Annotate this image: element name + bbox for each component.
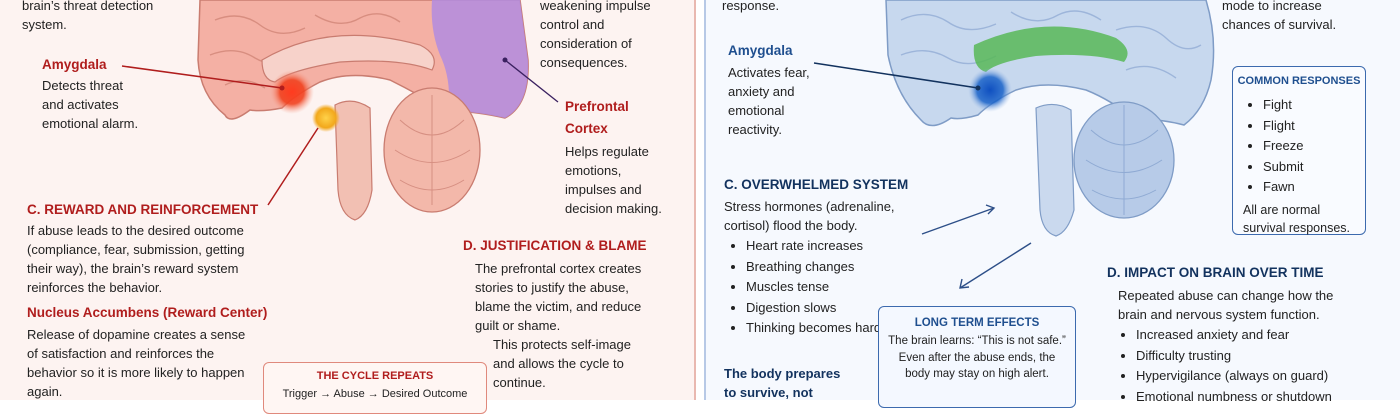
common-responses-title: COMMON RESPONSES <box>1237 75 1361 87</box>
cycle-title: THE CYCLE REPEATS <box>316 370 434 382</box>
corpus-callosum <box>973 26 1128 72</box>
left-panel: brain’s threat detection system. Amygdal… <box>0 0 696 414</box>
cycle-box: THE CYCLE REPEATS Trigger → Abuse → Desi… <box>263 362 487 414</box>
right-brain-illustration <box>813 0 1215 289</box>
impact-item: Hypervigilance (always on guard) <box>1136 366 1396 387</box>
prefrontal-desc: Helps regulate emotions, impulses and de… <box>565 144 662 216</box>
overwhelmed-desc: Stress hormones (adrenaline, cortisol) f… <box>724 199 895 233</box>
impact-item: Difficulty trusting <box>1136 346 1396 367</box>
long-term-box: LONG TERM EFFECTS The brain learns: “Thi… <box>878 306 1076 408</box>
common-responses-list: Fight Flight Freeze Submit Fawn <box>1233 95 1365 198</box>
overwhelmed-list: Heart rate increases Breathing changes M… <box>728 236 896 339</box>
nucleus-title: Nucleus Accumbens (Reward Center) <box>27 305 268 320</box>
impulse-control-text: weakening impulse control and considerat… <box>540 0 651 70</box>
brainstem <box>334 100 373 221</box>
flow-arrow-left <box>959 242 1032 289</box>
amygdala-pointer <box>121 65 283 89</box>
response-item: Fight <box>1263 95 1365 116</box>
left-intro-text: brain’s threat detection system. <box>22 0 154 32</box>
right-panel: response. mode to increase chances of su… <box>704 0 1400 408</box>
survival-mode-text: mode to increase chances of survival. <box>1222 0 1337 32</box>
right-amygdala-desc: Activates fear, anxiety and emotional re… <box>728 65 810 137</box>
nucleus-pointer <box>267 127 319 206</box>
justification-desc: The prefrontal cortex creates stories to… <box>475 261 642 333</box>
justification-title: D. JUSTIFICATION & BLAME <box>463 238 647 253</box>
response-item: Freeze <box>1263 136 1365 157</box>
common-responses-note: All are normal survival responses. <box>1243 202 1350 235</box>
brain-cortex <box>885 0 1215 127</box>
justification-desc-2: This protects self-image and allows the … <box>493 337 631 390</box>
symptom-item: Breathing changes <box>746 257 896 278</box>
left-brain-illustration <box>121 0 559 221</box>
amygdala-highlight <box>968 68 1012 112</box>
body-prepares-text: The body prepares to survive, not <box>724 366 841 400</box>
symptom-item: Digestion slows <box>746 298 896 319</box>
prefrontal-cortex-region <box>431 0 529 118</box>
flow-arrow-right <box>921 204 996 235</box>
response-item: Flight <box>1263 116 1365 137</box>
right-amygdala-title: Amygdala <box>728 43 793 58</box>
reward-title: C. REWARD AND REINFORCEMENT <box>27 202 259 217</box>
cerebellum-folds <box>1085 105 1163 215</box>
impact-list: Increased anxiety and fear Difficulty tr… <box>1118 325 1396 407</box>
symptom-item: Thinking becomes harder <box>746 318 896 339</box>
common-responses-box: COMMON RESPONSES Fight Flight Freeze Sub… <box>1232 66 1366 235</box>
reward-desc: If abuse leads to the desired outcome (c… <box>27 223 245 295</box>
symptom-item: Heart rate increases <box>746 236 896 257</box>
amygdala-pointer <box>813 62 979 89</box>
cycle-text: Trigger → Abuse → Desired Outcome <box>282 388 468 400</box>
impact-desc: Repeated abuse can change how the brain … <box>1118 288 1334 322</box>
cerebellum-folds <box>394 95 471 205</box>
impact-item: Increased anxiety and fear <box>1136 325 1396 346</box>
prefrontal-title: Prefrontal Cortex <box>565 99 629 136</box>
right-intro-text: response. <box>722 0 780 13</box>
amygdala-highlight <box>270 70 314 114</box>
nucleus-accumbens-highlight <box>312 104 340 132</box>
response-item: Fawn <box>1263 177 1365 198</box>
long-term-title: LONG TERM EFFECTS <box>914 317 1040 329</box>
overwhelmed-title: C. OVERWHELMED SYSTEM <box>724 177 909 192</box>
infographic: brain’s threat detection system. Amygdal… <box>0 0 1400 400</box>
long-term-line2: Even after the abuse ends, the body may … <box>898 352 1056 380</box>
left-amygdala-desc: Detects threat and activates emotional a… <box>42 78 139 131</box>
impact-title: D. IMPACT ON BRAIN OVER TIME <box>1107 265 1324 280</box>
long-term-line1: The brain learns: “This is not safe.” <box>888 335 1066 347</box>
nucleus-desc: Release of dopamine creates a sense of s… <box>27 327 246 399</box>
response-item: Submit <box>1263 157 1365 178</box>
brain-gyri <box>900 10 1202 79</box>
symptom-item: Muscles tense <box>746 277 896 298</box>
brainstem <box>1035 103 1075 237</box>
prefrontal-pointer <box>504 59 559 103</box>
impact-item: Emotional numbness or shutdown <box>1136 387 1396 408</box>
left-amygdala-title: Amygdala <box>42 57 107 72</box>
